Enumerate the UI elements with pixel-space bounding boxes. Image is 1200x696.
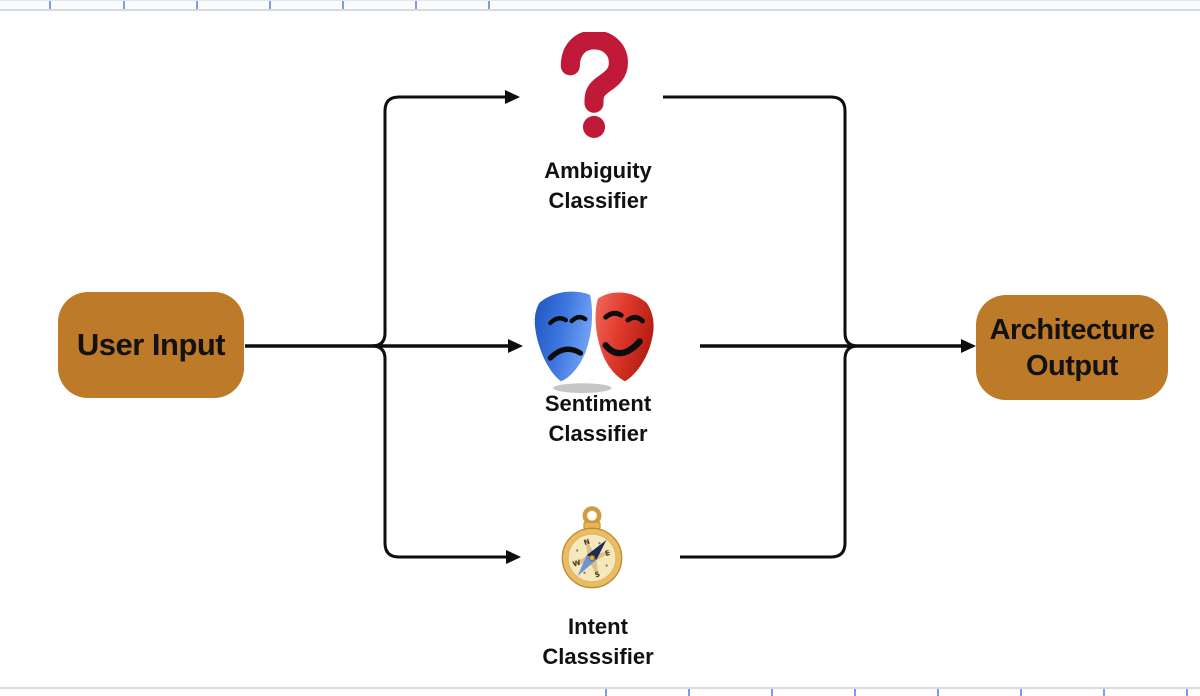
- svg-text:W: W: [571, 558, 581, 569]
- arrow-branch-up: [371, 95, 506, 348]
- sentiment-classifier-label: Sentiment Classifier: [544, 391, 652, 446]
- arrow-merge-top: [663, 95, 859, 348]
- cell-gridline: [488, 1, 490, 9]
- svg-text:E: E: [604, 548, 612, 558]
- cell-gridline: [854, 689, 856, 696]
- arrowhead-to-sentiment: [508, 339, 523, 353]
- question-mark-icon: [560, 32, 628, 138]
- cell-gridline: [688, 689, 690, 696]
- user-input-label: User Input: [76, 327, 226, 362]
- arrowhead-to-output: [961, 339, 976, 353]
- svg-text:N: N: [583, 537, 592, 547]
- cell-gridline: [415, 1, 417, 9]
- compass-icon: N E S W: [561, 506, 623, 589]
- cell-gridline: [196, 1, 198, 9]
- architecture-output-node[interactable]: Architecture Output: [976, 295, 1168, 400]
- spreadsheet-bottom-row[interactable]: [0, 687, 1200, 696]
- cell-gridline: [937, 689, 939, 696]
- svg-text:S: S: [593, 569, 601, 579]
- user-input-node[interactable]: User Input: [58, 292, 244, 398]
- ambiguity-classifier-label: Ambiguity Classifier: [544, 158, 652, 213]
- cell-gridline: [269, 1, 271, 9]
- arrowhead-to-ambiguity: [505, 90, 520, 104]
- theater-masks-icon: [534, 291, 654, 393]
- arrow-merge-bottom: [680, 344, 859, 559]
- cell-gridline: [342, 1, 344, 9]
- cell-gridline: [1103, 689, 1105, 696]
- intent-classifier-label: Intent Classsifier: [542, 614, 654, 669]
- cell-gridline: [123, 1, 125, 9]
- arrow-branch-down: [371, 344, 507, 559]
- cell-gridline: [605, 689, 607, 696]
- cell-gridline: [49, 1, 51, 9]
- architecture-output-label: Architecture Output: [989, 313, 1155, 382]
- cell-gridline: [771, 689, 773, 696]
- cell-gridline: [1186, 689, 1188, 696]
- spreadsheet-top-row[interactable]: [0, 0, 1200, 11]
- arrowhead-to-intent: [506, 550, 521, 564]
- cell-gridline: [1020, 689, 1022, 696]
